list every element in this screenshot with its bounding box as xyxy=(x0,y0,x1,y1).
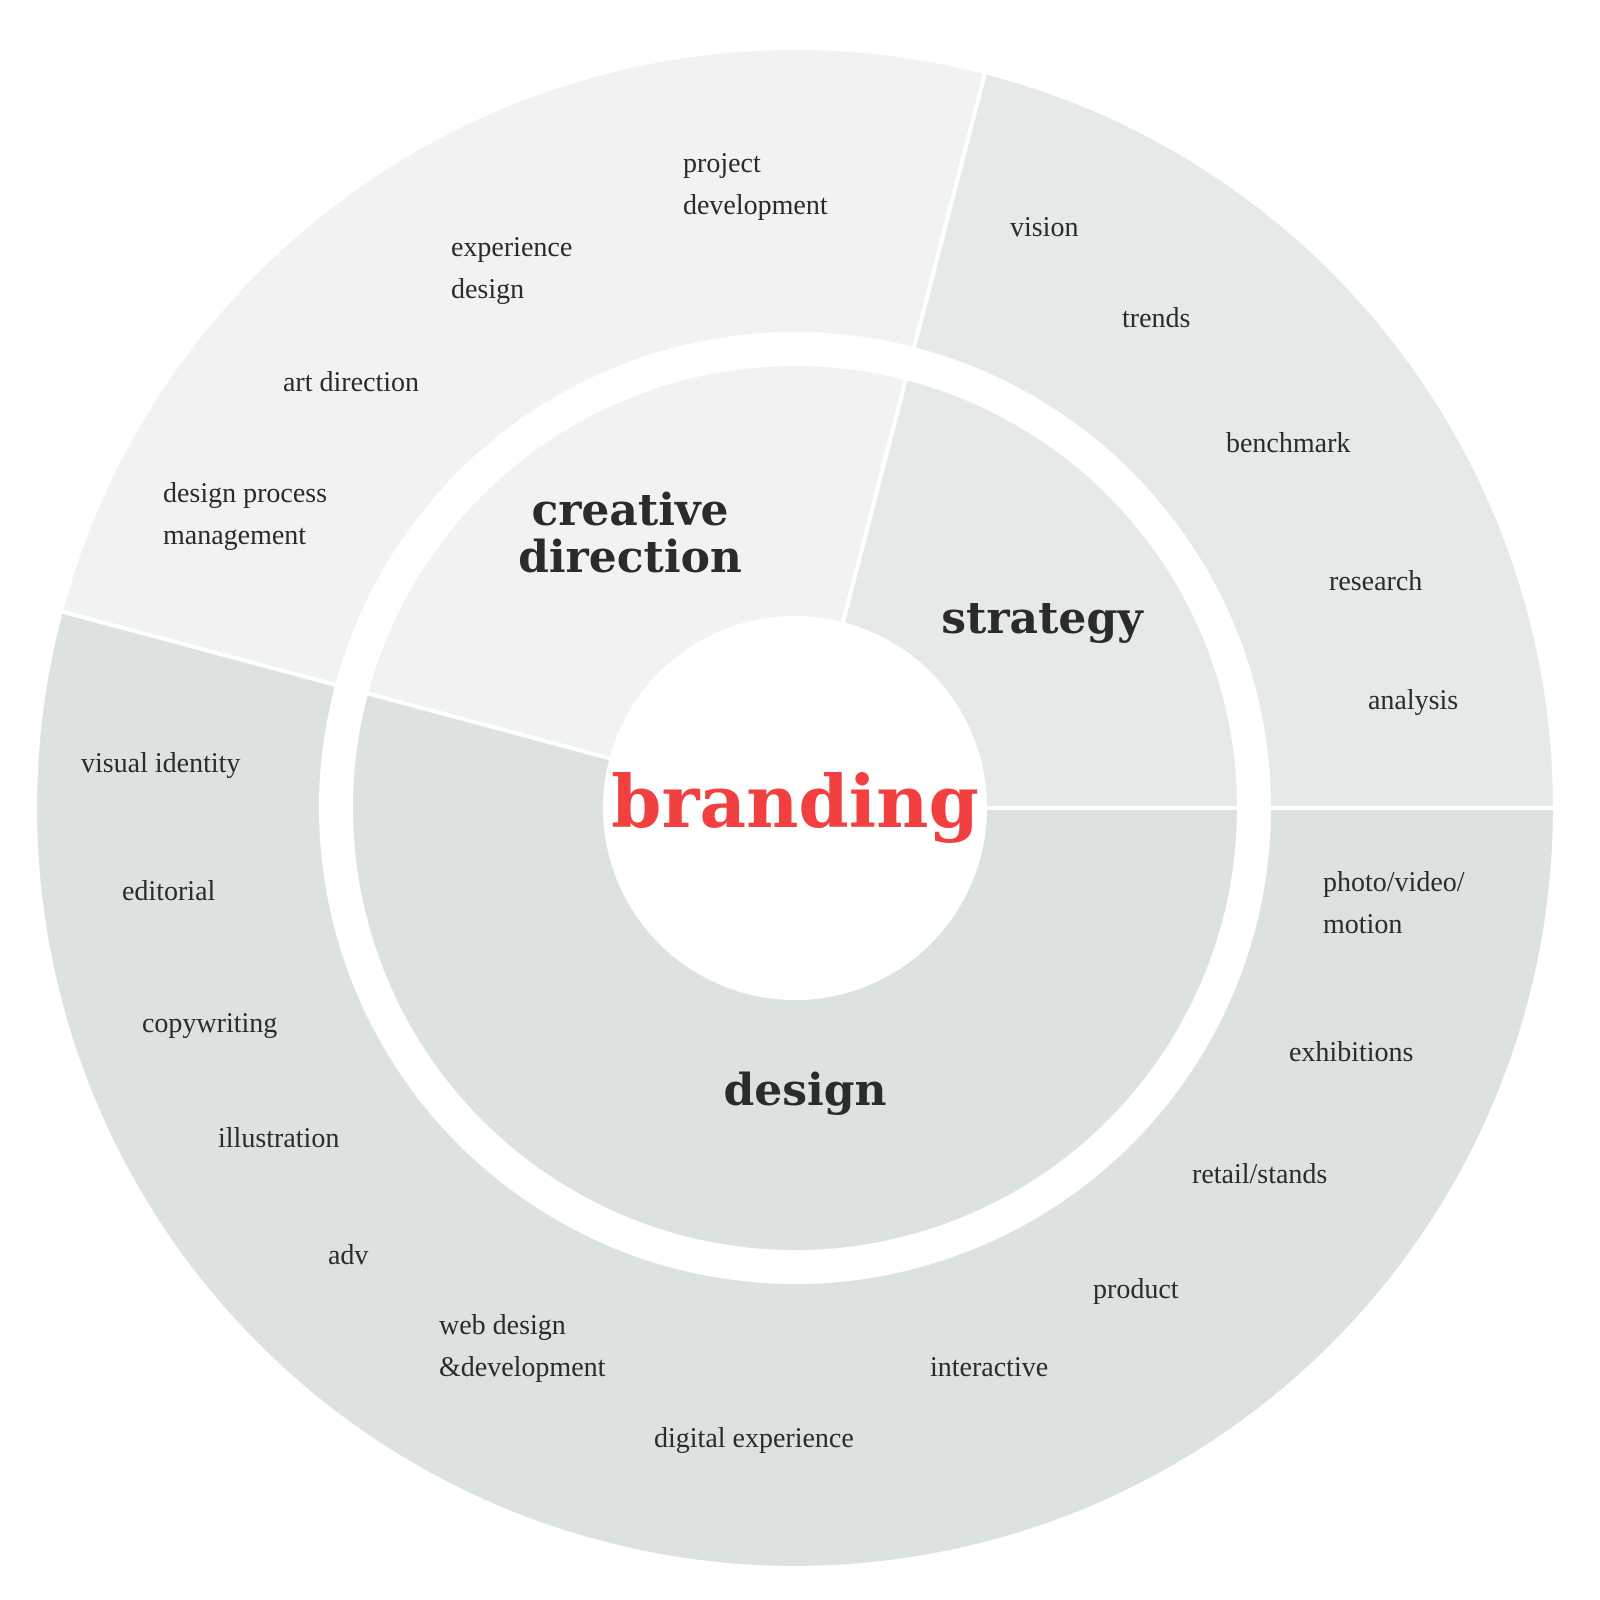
ring-segments xyxy=(33,46,1558,1570)
item-label-design-0-line-0: photo/video/ xyxy=(1323,867,1465,898)
item-label-strategy-2-line-0: benchmark xyxy=(1226,428,1350,459)
item-label-design-8-line-0: illustration xyxy=(218,1123,339,1154)
item-label-strategy-0-line-0: vision xyxy=(1010,212,1078,243)
item-label-design-10-line-0: editorial xyxy=(122,876,216,907)
item-label-creative-direction-0-line-0: project xyxy=(683,148,761,179)
item-label-design-6-line-1: &development xyxy=(439,1352,606,1383)
outer-segment-strategy xyxy=(911,69,1558,810)
item-label-creative-direction-2-line-0: art direction xyxy=(283,367,419,398)
outer-segment-design xyxy=(33,608,1558,1570)
item-label-design-2-line-0: retail/stands xyxy=(1192,1159,1327,1190)
category-label-strategy-line-0: strategy xyxy=(941,593,1144,644)
item-label-strategy-4-line-0: analysis xyxy=(1368,685,1458,716)
item-label-design-7-line-0: adv xyxy=(328,1240,368,1271)
item-label-creative-direction-3-line-1: management xyxy=(163,520,306,551)
category-label-creative-direction-line-0: creative xyxy=(531,485,728,536)
outer-segment-creative-direction xyxy=(58,46,988,688)
item-label-design-9-line-0: copywriting xyxy=(142,1008,277,1039)
item-label-strategy-3-line-0: research xyxy=(1329,566,1422,597)
center-hub xyxy=(603,616,987,1000)
item-label-design-11-line-0: visual identity xyxy=(81,748,240,779)
category-label-creative-direction-line-1: direction xyxy=(518,532,742,583)
item-label-strategy-1-line-0: trends xyxy=(1122,303,1190,334)
center-label-branding: branding xyxy=(611,759,979,844)
item-label-design-5-line-0: digital experience xyxy=(654,1423,854,1454)
item-label-design-3-line-0: product xyxy=(1093,1274,1179,1305)
category-label-design-line-0: design xyxy=(723,1065,886,1116)
item-label-design-6-line-0: web design xyxy=(439,1310,566,1341)
item-label-creative-direction-1-line-0: experience xyxy=(451,232,572,263)
item-label-creative-direction-0-line-1: development xyxy=(683,190,828,221)
item-label-creative-direction-1-line-1: design xyxy=(451,274,524,305)
item-label-creative-direction-3-line-0: design process xyxy=(163,478,327,509)
item-label-design-0-line-1: motion xyxy=(1323,909,1402,940)
item-label-design-1-line-0: exhibitions xyxy=(1289,1037,1413,1068)
item-label-design-4-line-0: interactive xyxy=(930,1352,1048,1383)
